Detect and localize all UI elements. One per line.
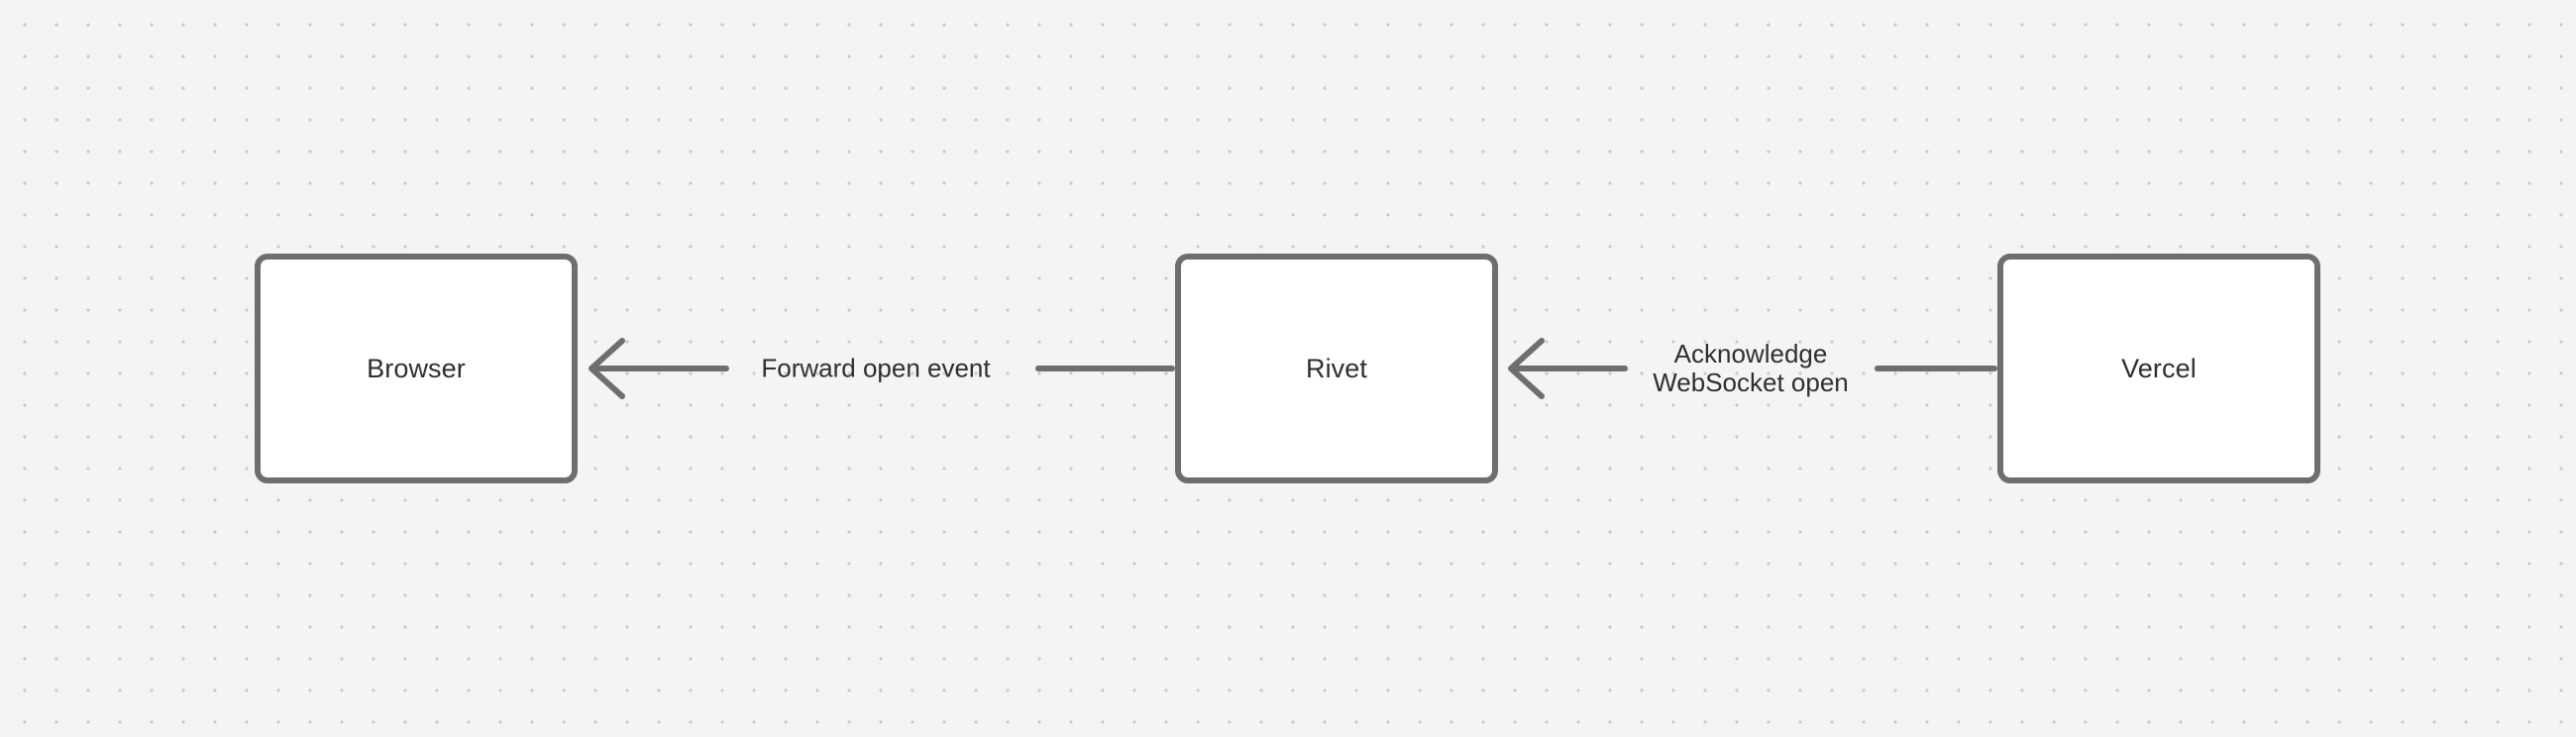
arrowhead-icon — [1508, 338, 1545, 399]
node-rivet[interactable]: Rivet — [1175, 254, 1498, 483]
arrowhead-icon — [589, 338, 625, 399]
node-browser[interactable]: Browser — [255, 254, 578, 483]
node-vercel[interactable]: Vercel — [1997, 254, 2320, 483]
edge-label-line: Forward open event — [761, 353, 991, 383]
edge-label-line: WebSocket open — [1653, 368, 1849, 397]
node-rivet-label: Rivet — [1305, 353, 1367, 383]
node-browser-label: Browser — [367, 353, 466, 383]
edge-label-line: Acknowledge — [1673, 338, 1828, 368]
edge-label-acknowledge-websocket-open: Acknowledge WebSocket open — [1653, 338, 1849, 397]
edge-label-forward-open-event: Forward open event — [761, 354, 990, 382]
node-vercel-label: Vercel — [2121, 353, 2197, 383]
